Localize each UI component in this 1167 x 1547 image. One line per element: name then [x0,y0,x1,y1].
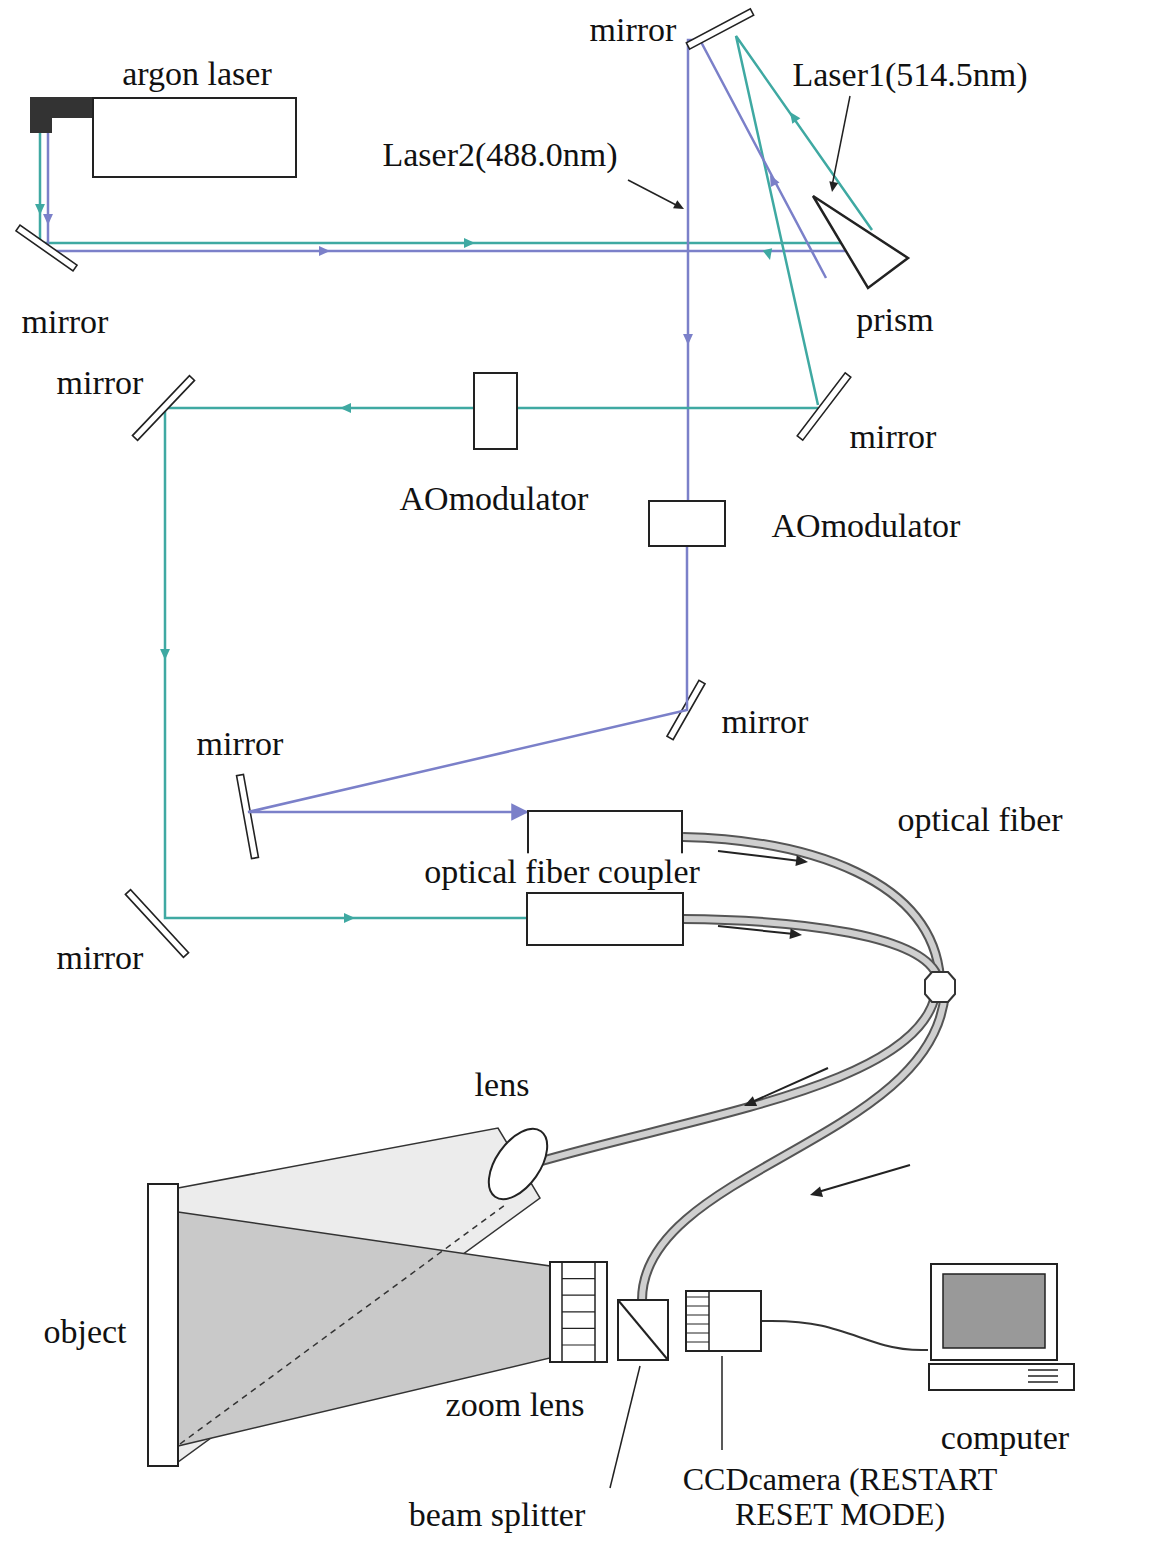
lens-symbol [477,1119,559,1210]
beam-arrowhead [35,204,45,215]
component-label: computer [939,1419,1071,1456]
mirror-label: mirror [55,939,146,976]
beam-arrowhead [464,238,475,248]
modulator-box: AOmodulator [648,500,726,547]
beam-arrowhead [43,214,53,225]
ccd-sensor [687,1292,717,1350]
zoom-lens-element [562,1278,595,1279]
beam-arrowhead [763,248,773,260]
beam-arrowhead [829,181,838,192]
mirror-label: mirror [195,725,286,762]
beam-arrowhead [160,649,170,660]
beam-arrowhead [810,1187,823,1197]
mirror-label: mirror [588,11,679,48]
fiber-coupler-box: optical fiber coupler [527,810,683,865]
component-label: CCDcamera (RESTART RESET MODE) [658,1462,1022,1532]
optical-fiber-core [683,837,940,978]
beam-arrowhead [673,200,684,209]
leader-line [832,96,850,186]
laser-head [30,97,92,133]
beam-arrowhead [795,855,808,866]
part-label: zoom lens [444,1386,587,1423]
optical-fiber-core [538,992,936,1162]
camera-cable [762,1321,928,1350]
fiber-junction [925,972,955,1002]
computer-drawing [928,1262,1075,1392]
part-label: optical fiber [895,801,1064,838]
beam-splitter-symbol [618,1300,668,1360]
laser-box: argon laser [92,97,297,178]
optical-fiber [642,992,945,1300]
modulator-box: AOmodulator [473,372,518,450]
zoom-lens-symbol [550,1262,607,1362]
splitter-diagonal [618,1300,668,1360]
mirror-label: mirror [720,703,811,740]
computer-icon: computer [928,1262,1075,1392]
beam-arrowhead [790,112,800,124]
optical-fiber [683,837,940,978]
component-label: AOmodulator [398,480,591,517]
object-plate [148,1184,178,1466]
camera-box: CCDcamera (RESTART RESET MODE) [685,1290,762,1352]
direction-arrow [818,1165,910,1192]
zoom-lens-element [562,1328,595,1329]
mirror-label: mirror [848,418,939,455]
beam-label: Laser2(488.0nm) [380,136,619,173]
beam-arrowhead [683,334,693,345]
beam-arrowhead [319,246,330,256]
beam-arrowhead [790,928,802,939]
beam-label: Laser1(514.5nm) [790,56,1029,93]
component-label: argon laser [120,55,273,92]
mirror-symbol [237,774,259,858]
part-label: prism [854,301,935,338]
beam-arrowhead [744,1096,757,1106]
optical-fiber-core [683,919,938,978]
optical-fiber [683,919,938,978]
direction-arrow [718,926,794,934]
direction-arrow [718,851,800,861]
direction-arrow [752,1068,828,1102]
mirror-symbol [16,225,77,271]
optical-fiber [538,992,936,1162]
mirror-label: mirror [20,303,111,340]
part-label: beam splitter [407,1496,588,1533]
leader-line [628,180,678,206]
mirror-symbol [797,373,851,440]
fiber-coupler-box [527,893,683,945]
beam-arrowhead [344,913,355,923]
zoom-lens-element [562,1295,595,1296]
mirror-label: mirror [55,364,146,401]
component-label: AOmodulator [770,507,963,544]
leader-line [610,1366,640,1488]
component-label: optical fiber coupler [422,853,702,890]
optical-fiber-core [642,992,945,1300]
part-label: lens [473,1066,532,1103]
laser-beam [248,547,687,812]
zoom-lens-element [562,1311,595,1312]
leader-line [721,1356,723,1450]
zoom-lens-element [562,1344,595,1345]
beam-arrowhead [770,175,780,187]
prism-symbol [813,196,908,288]
beam-arrowhead [340,403,351,413]
mirror-symbol [686,9,753,49]
part-label: object [41,1313,128,1350]
